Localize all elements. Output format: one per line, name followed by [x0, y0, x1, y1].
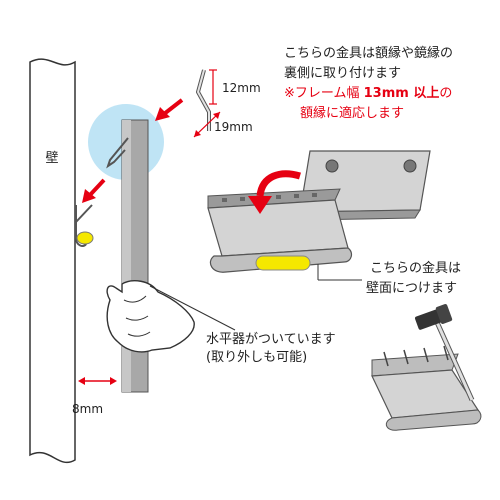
dim-8mm: 8mm — [72, 402, 103, 416]
note-line-2: 裏側に取り付けます — [284, 66, 401, 81]
nail-icon — [383, 345, 449, 367]
hammer-icon — [415, 304, 475, 402]
wall-bracket — [207, 188, 353, 273]
frame-bracket-profile: 12mm 19mm — [193, 69, 261, 138]
note-red-line-1: ※フレーム幅 13mm 以上の — [284, 86, 452, 101]
note-red-bold: 13mm 以上 — [364, 86, 440, 101]
level-line-1: 水平器がついています — [206, 332, 336, 347]
note-line-1: こちらの金具は額縁や鏡縁の — [284, 45, 453, 61]
dim-8mm-group: 8mm — [72, 377, 117, 416]
arrow-icon — [155, 98, 184, 121]
spirit-level — [255, 255, 311, 271]
wall: 壁 — [29, 58, 76, 463]
dim-19mm: 19mm — [214, 120, 253, 134]
wall-label: 壁 — [45, 151, 58, 166]
wall-bracket-side — [75, 204, 94, 247]
note-red-prefix: ※フレーム幅 — [284, 86, 364, 101]
wall-bracket-note: こちらの金具は 壁面につけます — [317, 260, 461, 296]
wall-fit-line-1: こちらの金具は — [370, 260, 461, 276]
wall-fit-line-2: 壁面につけます — [366, 281, 457, 296]
level-note: 水平器がついています (取り外しも可能) — [149, 285, 336, 365]
frame-bracket-note: こちらの金具は額縁や鏡縁の 裏側に取り付けます ※フレーム幅 13mm 以上の … — [284, 45, 453, 121]
dim-12mm: 12mm — [222, 81, 261, 95]
frame-hook — [106, 137, 129, 169]
nailing-illustration — [371, 304, 482, 431]
note-red-suffix: の — [439, 86, 452, 101]
glove-hand-icon — [106, 280, 195, 353]
note-red-line-2: 額縁に適応します — [300, 105, 404, 121]
level-line-2: (取り外しも可能) — [206, 350, 307, 365]
arrow-icon — [82, 178, 106, 203]
arrow-icon — [248, 170, 302, 214]
